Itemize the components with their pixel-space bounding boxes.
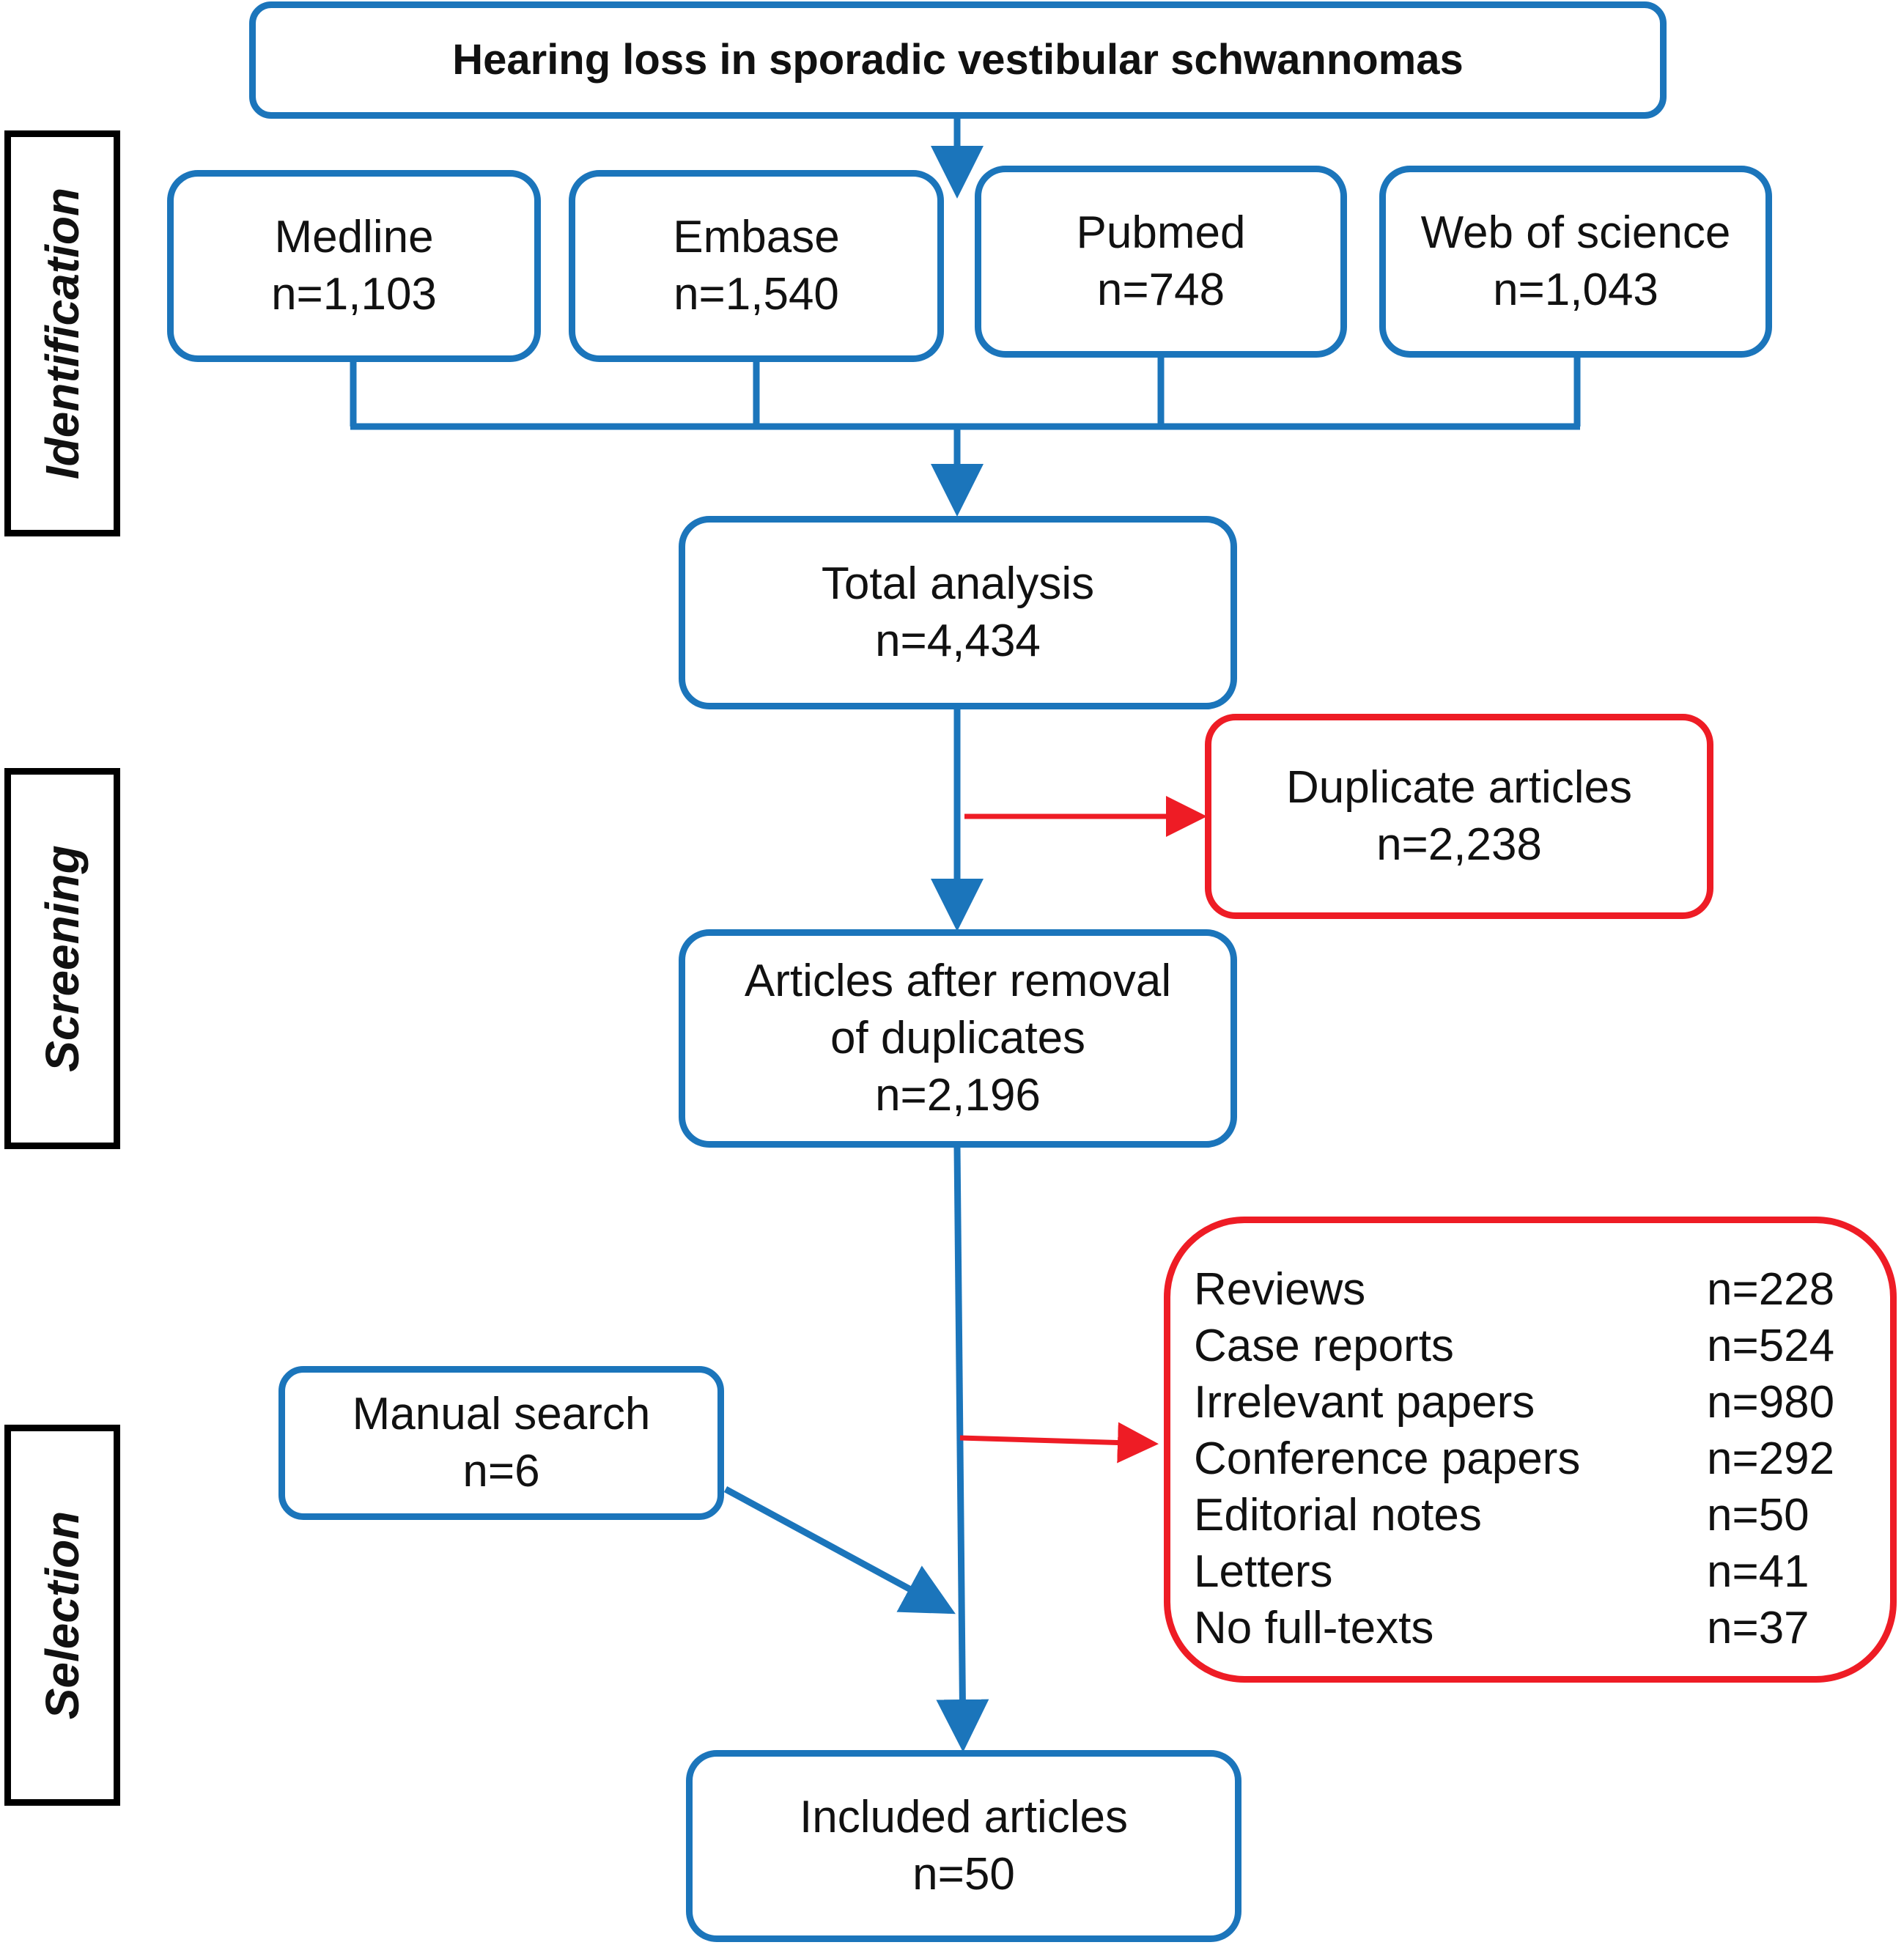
- total-analysis-box: Total analysis n=4,434: [679, 516, 1237, 709]
- exclusion-row: Conference papers n=292: [1194, 1431, 1839, 1487]
- exclusion-count: n=228: [1707, 1264, 1835, 1315]
- source-name: Embase: [673, 212, 840, 262]
- after-removal-line1: Articles after removal: [744, 956, 1172, 1006]
- source-medline: Medline n=1,103: [167, 170, 541, 362]
- duplicates-label: Duplicate articles: [1285, 762, 1633, 813]
- source-name: Pubmed: [1076, 207, 1246, 258]
- total-label: Total analysis: [821, 558, 1095, 609]
- arrow-after-to-included: [936, 1147, 989, 1752]
- exclusion-label: Conference papers: [1194, 1433, 1581, 1484]
- total-count: n=4,434: [875, 616, 1041, 666]
- duplicates-count: n=2,238: [1376, 819, 1542, 870]
- included-label: Included articles: [799, 1792, 1129, 1842]
- exclusions-box: Reviews n=228 Case reports n=524 Irrelev…: [1164, 1217, 1897, 1683]
- exclusion-count: n=292: [1707, 1433, 1835, 1484]
- manual-search-box: Manual search n=6: [278, 1366, 724, 1520]
- source-count: n=1,043: [1493, 265, 1658, 315]
- exclusion-label: No full-texts: [1194, 1603, 1434, 1653]
- after-removal-box: Articles after removal of duplicates n=2…: [679, 929, 1237, 1148]
- manual-count: n=6: [462, 1446, 540, 1496]
- exclusion-row: Irrelevant papers n=980: [1194, 1374, 1839, 1431]
- exclusion-row: Reviews n=228: [1194, 1261, 1839, 1318]
- exclusion-label: Reviews: [1194, 1264, 1366, 1315]
- source-name: Web of science: [1420, 207, 1731, 258]
- stage-identification: Identification: [4, 130, 120, 536]
- exclusion-label: Case reports: [1194, 1321, 1454, 1371]
- source-pubmed: Pubmed n=748: [975, 166, 1347, 358]
- exclusion-label: Letters: [1194, 1546, 1333, 1597]
- source-count: n=1,540: [674, 269, 839, 320]
- duplicates-box: Duplicate articles n=2,238: [1205, 714, 1713, 919]
- exclusion-count: n=41: [1707, 1546, 1809, 1597]
- exclusion-label: Irrelevant papers: [1194, 1377, 1535, 1428]
- exclusion-count: n=524: [1707, 1321, 1835, 1371]
- source-embase: Embase n=1,540: [569, 170, 944, 362]
- source-name: Medline: [274, 212, 434, 262]
- included-count: n=50: [912, 1849, 1015, 1900]
- exclusion-count: n=980: [1707, 1377, 1835, 1428]
- stage-selection-label: Selection: [36, 1510, 89, 1720]
- source-count: n=1,103: [271, 269, 437, 320]
- title-box: Hearing loss in sporadic vestibular schw…: [249, 1, 1667, 119]
- arrow-manual-to-main: [723, 1486, 956, 1614]
- source-web-of-science: Web of science n=1,043: [1379, 166, 1772, 358]
- manual-label: Manual search: [352, 1389, 651, 1439]
- stage-screening: Screening: [4, 768, 120, 1149]
- exclusion-row: Letters n=41: [1194, 1543, 1839, 1600]
- exclusion-count: n=37: [1707, 1603, 1809, 1653]
- exclusion-row: Case reports n=524: [1194, 1318, 1839, 1374]
- diagram-title: Hearing loss in sporadic vestibular schw…: [452, 36, 1464, 84]
- exclusion-label: Editorial notes: [1194, 1490, 1482, 1540]
- source-count: n=748: [1096, 265, 1225, 315]
- after-removal-count: n=2,196: [875, 1070, 1041, 1121]
- stage-screening-label: Screening: [36, 845, 89, 1072]
- exclusion-count: n=50: [1707, 1490, 1809, 1540]
- exclusion-row: No full-texts n=37: [1194, 1600, 1839, 1656]
- arrow-to-exclusions: [959, 1422, 1159, 1464]
- after-removal-line2: of duplicates: [830, 1013, 1086, 1063]
- included-articles-box: Included articles n=50: [686, 1750, 1241, 1942]
- stage-selection: Selection: [4, 1425, 120, 1806]
- stage-identification-label: Identification: [36, 187, 89, 480]
- exclusion-row: Editorial notes n=50: [1194, 1487, 1839, 1543]
